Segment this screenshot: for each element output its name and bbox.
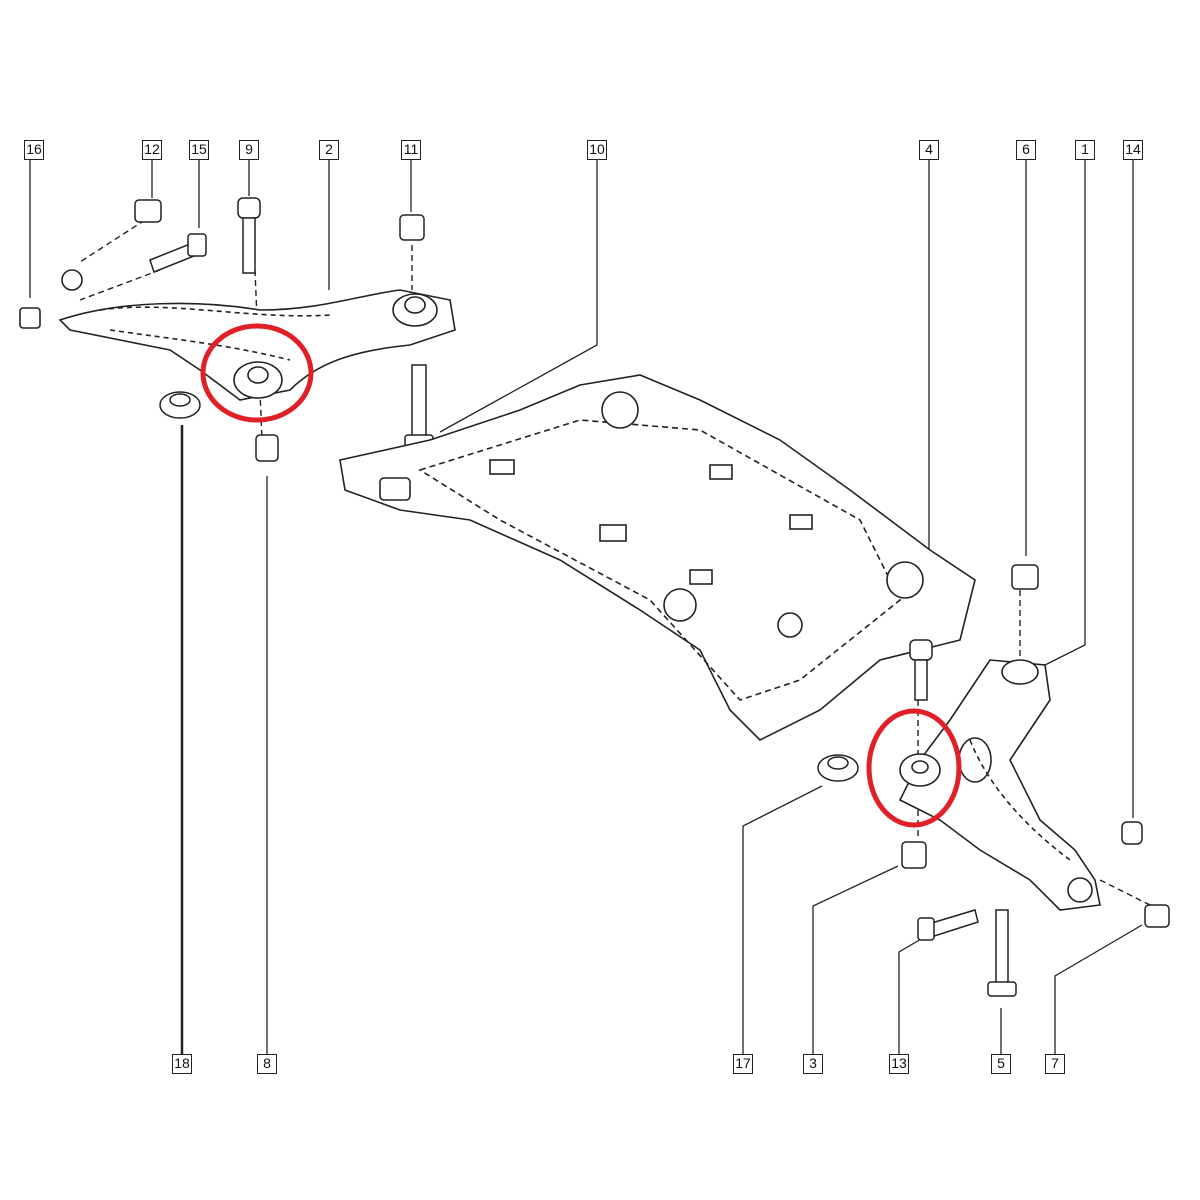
left-fasteners (134, 197, 434, 462)
part-label-1[interactable]: 1 (1075, 140, 1095, 160)
part-label-9[interactable]: 9 (239, 140, 259, 160)
part-label-12[interactable]: 12 (142, 140, 162, 160)
part-label-17[interactable]: 17 (733, 1054, 753, 1074)
part-label-3[interactable]: 3 (803, 1054, 823, 1074)
left-control-arm (19, 269, 456, 401)
part-label-16[interactable]: 16 (24, 140, 44, 160)
highlight-circles (200, 323, 962, 828)
subframe (339, 374, 976, 741)
part-label-7[interactable]: 7 (1045, 1054, 1065, 1074)
part-label-15[interactable]: 15 (189, 140, 209, 160)
highlight-right-bushing (866, 708, 962, 828)
highlight-left-bushing (200, 323, 314, 423)
part-label-8[interactable]: 8 (257, 1054, 277, 1074)
leader-lines (29, 160, 1143, 1054)
part-label-18[interactable]: 18 (172, 1054, 192, 1074)
part-label-6[interactable]: 6 (1016, 140, 1036, 160)
part-label-14[interactable]: 14 (1123, 140, 1143, 160)
part-label-11[interactable]: 11 (401, 140, 421, 160)
part-label-5[interactable]: 5 (991, 1054, 1011, 1074)
part-label-10[interactable]: 10 (587, 140, 607, 160)
part-label-4[interactable]: 4 (919, 140, 939, 160)
right-control-arm (898, 659, 1101, 911)
right-fasteners (817, 564, 1170, 997)
part-label-13[interactable]: 13 (889, 1054, 909, 1074)
part-label-2[interactable]: 2 (319, 140, 339, 160)
